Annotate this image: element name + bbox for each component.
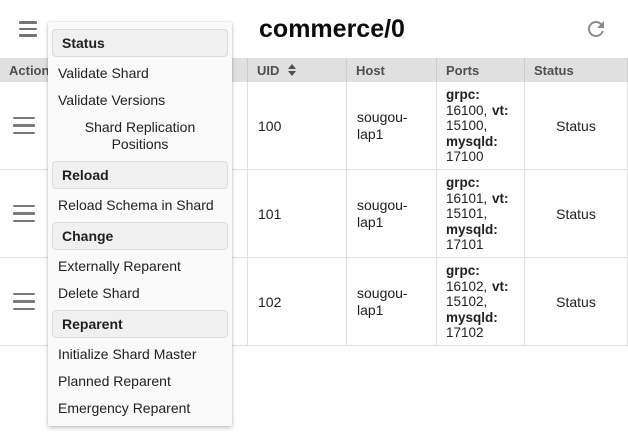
- port-label: grpc:: [446, 175, 480, 190]
- tablet-uid-cell: 101: [248, 170, 347, 257]
- column-header-host: Host: [347, 58, 437, 82]
- port-label: vt:: [492, 278, 509, 294]
- tablet-ports-cell: grpc: 16100, vt: 15100, mysqld: 17100: [437, 82, 525, 169]
- menu-section-header-status: Status: [52, 29, 228, 57]
- menu-section-header-reload: Reload: [52, 161, 228, 189]
- port-label: vt:: [492, 102, 509, 118]
- column-header-uid[interactable]: UID: [248, 58, 347, 82]
- tablet-status-cell: Status: [525, 170, 628, 257]
- sort-icon: [288, 64, 297, 76]
- menu-item-emergency-reparent[interactable]: Emergency Reparent: [58, 400, 191, 416]
- port-label: vt:: [492, 190, 509, 206]
- menu-item-planned-reparent[interactable]: Planned Reparent: [58, 373, 171, 389]
- hamburger-menu-icon: [13, 114, 35, 137]
- port-label: grpc:: [446, 263, 480, 278]
- menu-item-validate-shard[interactable]: Validate Shard: [58, 65, 149, 81]
- refresh-icon: [588, 21, 604, 37]
- port-label: mysqld:: [446, 133, 498, 149]
- menu-section-header-change: Change: [52, 222, 228, 250]
- tablet-action-cell: [0, 258, 248, 345]
- tablet-host-cell: sougou-lap1: [347, 258, 437, 345]
- menu-item-externally-reparent[interactable]: Externally Reparent: [58, 258, 181, 274]
- port-label: grpc:: [446, 87, 480, 102]
- hamburger-menu-icon: [13, 290, 35, 313]
- tablet-host-cell: sougou-lap1: [347, 170, 437, 257]
- tablet-actions-menu-button[interactable]: [10, 112, 38, 140]
- hamburger-menu-icon: [19, 19, 37, 39]
- column-header-ports: Ports: [437, 58, 525, 82]
- tablet-action-cell: [0, 82, 248, 169]
- tablet-actions-menu-button[interactable]: [10, 288, 38, 316]
- menu-item-reload-schema-in-shard[interactable]: Reload Schema in Shard: [58, 197, 214, 213]
- column-header-status: Status: [525, 58, 628, 82]
- tablet-status-cell: Status: [525, 258, 628, 345]
- tablet-host-cell: sougou-lap1: [347, 82, 437, 169]
- tablet-status-cell: Status: [525, 82, 628, 169]
- menu-item-validate-versions[interactable]: Validate Versions: [58, 92, 166, 108]
- tablet-uid-cell: 100: [248, 82, 347, 169]
- tablet-ports-cell: grpc: 16101, vt: 15101, mysqld: 17101: [437, 170, 525, 257]
- tablet-status-link[interactable]: Status: [556, 117, 596, 134]
- page-title: commerce/0: [259, 14, 405, 43]
- shard-actions-menu-button[interactable]: [8, 9, 48, 49]
- tablet-status-link[interactable]: Status: [556, 293, 596, 310]
- tablet-actions-menu-button[interactable]: [10, 200, 38, 228]
- tablet-uid-cell: 102: [248, 258, 347, 345]
- refresh-button[interactable]: [576, 9, 616, 49]
- menu-item-shard-replication-positions[interactable]: Shard Replication Positions: [84, 119, 196, 152]
- menu-section-header-reparent: Reparent: [52, 310, 228, 338]
- tablet-action-cell: [0, 170, 248, 257]
- port-label: mysqld:: [446, 221, 498, 237]
- menu-item-delete-shard[interactable]: Delete Shard: [58, 285, 140, 301]
- tablet-status-link[interactable]: Status: [556, 205, 596, 222]
- tablet-ports-cell: grpc: 16102, vt: 15102, mysqld: 17102: [437, 258, 525, 345]
- hamburger-menu-icon: [13, 202, 35, 225]
- port-label: mysqld:: [446, 309, 498, 325]
- menu-item-initialize-shard-master[interactable]: Initialize Shard Master: [58, 346, 197, 362]
- column-header-action: Action: [0, 58, 248, 82]
